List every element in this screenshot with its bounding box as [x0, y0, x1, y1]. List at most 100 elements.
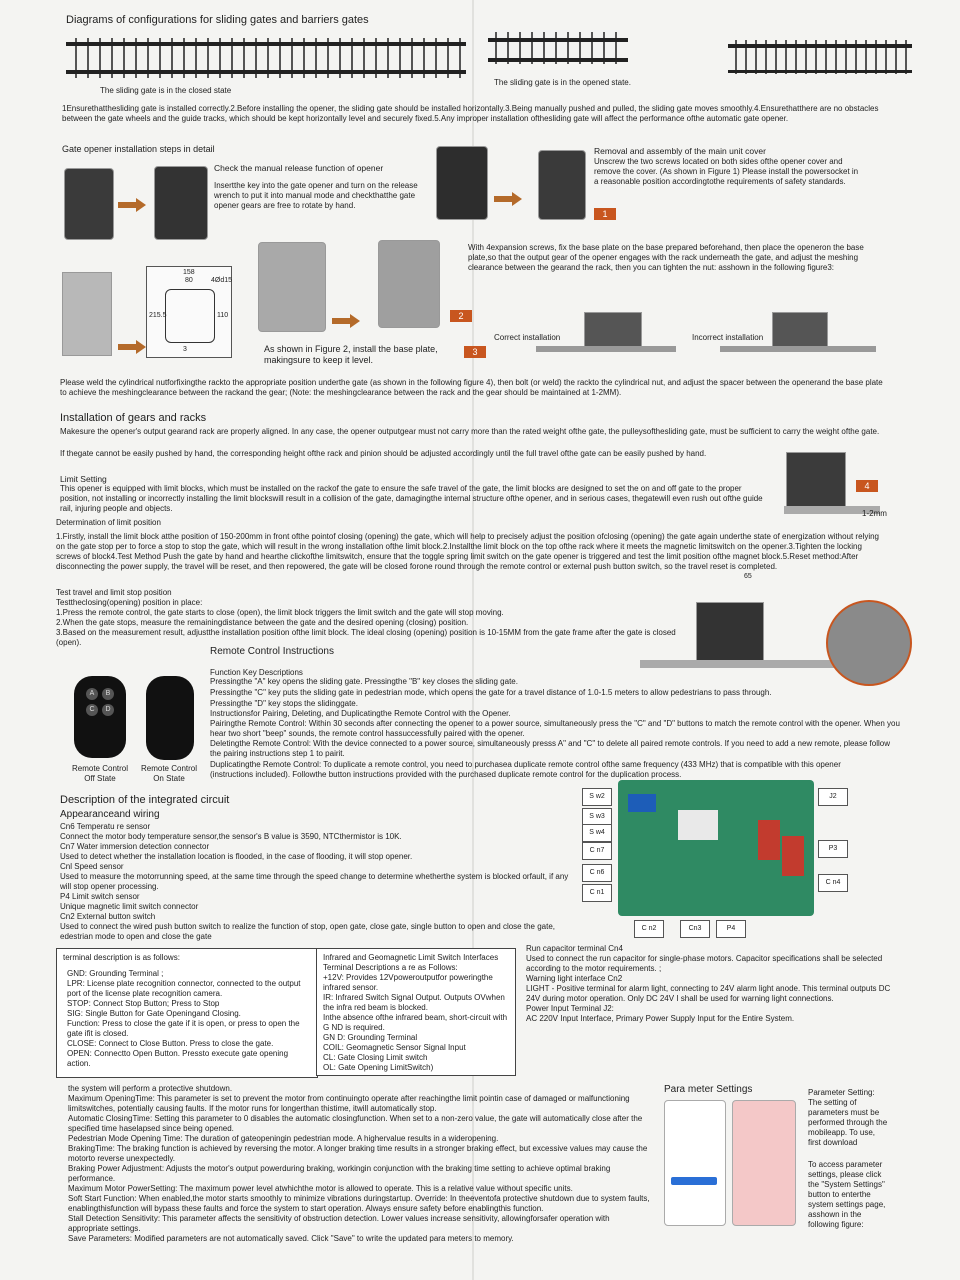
- incorrect-install-image: [772, 312, 828, 348]
- terminal-line: Function: Press to close the gate if it …: [67, 1019, 300, 1038]
- remote-on-image: [146, 676, 194, 760]
- terminal-line: Run capacitor terminal Cn4: [526, 944, 623, 953]
- remote-pair-title: Instructionsfor Pairing, Deleting, and D…: [210, 709, 511, 718]
- remote-key-d-text: Pressingthe "D" key stops the slidinggat…: [210, 699, 358, 708]
- figure-badge-3: 3: [464, 346, 486, 358]
- gears-text-2: If thegate cannot be easily pushed by ha…: [60, 449, 707, 458]
- board-label: C n6: [582, 864, 612, 882]
- terminal-line: COIL: Geomagnetic Sensor Signal Input: [323, 1043, 466, 1052]
- opener-open-image: [538, 150, 586, 220]
- test-intro: Testtheclosing(opening) position in plac…: [56, 598, 203, 607]
- relay-component: [782, 836, 804, 876]
- board-label: S w2: [582, 788, 612, 806]
- correct-install-label: Correct installation: [494, 333, 561, 342]
- base-plate-drawing: 158 80 4Ød15 110 215.5 3: [146, 266, 232, 358]
- parameter-list: the system will perform a protective shu…: [68, 1084, 652, 1244]
- dim-label: 215.5: [149, 312, 167, 319]
- opened-gate-caption: The sliding gate is in the opened state.: [494, 78, 631, 87]
- removal-text: Unscrew the two screws located on both s…: [594, 157, 859, 186]
- module-component: [628, 794, 656, 812]
- dim-label: 3: [183, 346, 187, 353]
- weld-text: Please weld the cylindrical nutforfixing…: [60, 378, 883, 397]
- transformer-component: [678, 810, 718, 840]
- gears-text-1: Makesure the opener's output gearand rac…: [60, 427, 880, 436]
- circuit-line: Cn6 Temperatu re sensor: [60, 822, 151, 831]
- terminal-line: Inthe absence ofthe infrared beam, short…: [323, 1013, 508, 1032]
- parameter-line: BrakingTime: The braking function is ach…: [68, 1144, 648, 1163]
- manual-release-title: Check the manual release function of ope…: [214, 163, 384, 173]
- parameter-line: Automatic ClosingTime: Setting this para…: [68, 1114, 643, 1133]
- rack-bar: [784, 506, 880, 514]
- arrow-right-icon: [332, 314, 360, 333]
- limit-determination-title: Determination of limit position: [56, 518, 161, 527]
- opener-cover-image: [436, 146, 488, 220]
- figure-badge-2: 2: [450, 310, 472, 322]
- remote-title: Remote Control Instructions: [210, 646, 334, 657]
- parameter-settings-title: Para meter Settings: [664, 1084, 753, 1095]
- test-title: Test travel and limit stop position: [56, 588, 172, 597]
- board-label: J2: [818, 788, 848, 806]
- parameter-line: Soft Start Function: When enabled,the mo…: [68, 1194, 650, 1213]
- remote-on-label: Remote Control On State: [140, 764, 198, 783]
- terminal-box-mid: Infrared and Geomagnetic Limit Switch In…: [316, 948, 516, 1076]
- rack-bar: [640, 660, 836, 668]
- remote-key-a: A: [86, 688, 98, 700]
- terminal-line: LPR: License plate recognition connector…: [67, 979, 301, 998]
- circuit-line: Used to measure the motorrunning speed, …: [60, 872, 569, 891]
- dim-label: 65: [744, 573, 752, 580]
- circuit-board-image: [618, 780, 814, 916]
- rack-bar: [536, 346, 676, 352]
- fold-line: [472, 0, 474, 1280]
- board-label: C n2: [634, 920, 664, 938]
- figure-badge-1: 1: [594, 208, 616, 220]
- limit-block-image: [786, 452, 846, 510]
- remote-key-a-text: Pressingthe "A" key opens the sliding ga…: [210, 677, 518, 686]
- terminal-line: IR: Infrared Switch Signal Output. Outpu…: [323, 993, 505, 1012]
- circuit-line: Cnl Speed sensor: [60, 862, 124, 871]
- arrow-right-icon: [118, 340, 146, 359]
- app-button: [671, 1177, 717, 1185]
- rack-bar: [720, 346, 876, 352]
- terminal-line: CL: Gate Closing Limit switch: [323, 1053, 428, 1062]
- figure2-caption: As shown in Figure 2, install the base p…: [264, 344, 438, 365]
- remote-key-c: C: [86, 704, 98, 716]
- circuit-title: Description of the integrated circuit: [60, 794, 230, 806]
- parameter-line: Maximum OpeningTime: This parameter is s…: [68, 1094, 630, 1113]
- board-label: C n1: [582, 884, 612, 902]
- correct-install-image: [584, 312, 642, 348]
- opener-manual-mode-image: [154, 166, 208, 240]
- install-steps-title: Gate opener installation steps in detail: [62, 144, 215, 154]
- expansion-text: With 4expansion screws, fix the base pla…: [468, 243, 864, 272]
- terminal-line: GND: Grounding Terminal ;: [67, 969, 164, 978]
- terminal-line: OL: Gate Opening LimitSwitch): [323, 1063, 434, 1072]
- parameter-line: Braking Power Adjustment: Adjusts the mo…: [68, 1164, 611, 1183]
- limit-determination-text: 1.Firstly, install the limit block atthe…: [56, 532, 879, 571]
- terminal-line: Power Input Terminal J2:: [526, 1004, 614, 1013]
- limit-text: This opener is equipped with limit block…: [60, 484, 763, 513]
- test-step-3: 3.Based on the measurement result, adjus…: [56, 628, 676, 647]
- circuit-line: P4 Limit switch sensor: [60, 892, 140, 901]
- terminal-line: AC 220V Input Interface, Primary Power S…: [526, 1014, 795, 1023]
- terminal-line: Terminal Descriptions a re as Follows:: [323, 963, 458, 972]
- test-step-2: 2.When the gate stops, measure the remai…: [56, 618, 469, 627]
- clearance-label: 1-2mm: [862, 509, 887, 518]
- board-label: Cn3: [680, 920, 710, 938]
- remote-duplicate-text: Duplicatingthe Remote Control: To duplic…: [210, 760, 841, 779]
- remote-off-label: Remote Control Off State: [71, 764, 129, 783]
- circuit-line: Used to detect whether the installation …: [60, 852, 413, 861]
- board-label: C n4: [818, 874, 848, 892]
- relay-component: [758, 820, 780, 860]
- limit-title: Limit Setting: [60, 474, 107, 484]
- remote-off-image: A B C D: [74, 676, 126, 758]
- dim-label: 4Ød15: [211, 277, 233, 284]
- remote-key-d: D: [102, 704, 114, 716]
- terminal-box-left: terminal description is as follows: GND:…: [56, 948, 318, 1078]
- terminal-line: LIGHT - Positive terminal for alarm ligh…: [526, 984, 891, 1003]
- terminal-line: +12V: Provides 12Vpoweroutputfor powerin…: [323, 973, 493, 992]
- terminal-line: Infrared and Geomagnetic Limit Switch In…: [323, 953, 499, 962]
- dim-label: 110: [217, 312, 229, 319]
- removal-title: Removal and assembly of the main unit co…: [594, 146, 766, 156]
- terminal-line: GN D: Grounding Terminal: [323, 1033, 418, 1042]
- board-label: S w4: [582, 824, 612, 842]
- base-plate-image: [62, 272, 112, 356]
